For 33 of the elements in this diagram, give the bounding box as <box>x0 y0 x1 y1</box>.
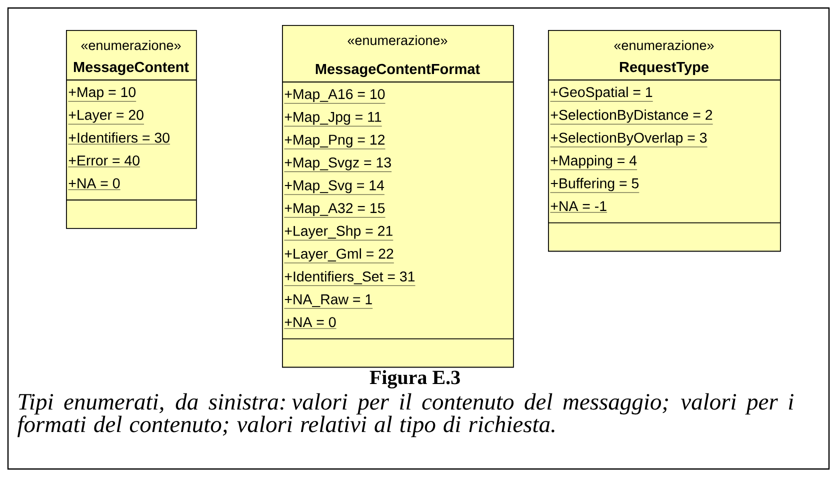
enumeration-box <box>548 30 781 252</box>
figure-title: Figura E.3 <box>370 370 460 388</box>
enum-literal: +Identifiers_Set = 31 <box>284 271 416 286</box>
enum-literal: +GeoSpatial = 1 <box>550 86 654 102</box>
stereotype-label: «enumerazione» <box>348 35 448 46</box>
enum-literal: +Layer = 20 <box>68 110 144 124</box>
class-name: RequestType <box>620 62 708 76</box>
enum-literal: +Map_Svgz = 13 <box>284 158 392 172</box>
figure-caption: Tipi enumerati, da sinistra: valori per il contenuto del messaggio; valori per i formati del contenuto; valori relativi al tipo di richiesta. <box>17 393 794 438</box>
enum-literal: +Layer_Gml = 22 <box>284 248 394 264</box>
enumeration-box <box>66 30 197 229</box>
enum-literal: +Map = 10 <box>68 87 136 102</box>
enum-literal: +Map_Png = 12 <box>284 134 386 150</box>
enum-literal: +NA = -1 <box>550 201 608 213</box>
enumeration-box <box>282 25 514 368</box>
enum-literal: +NA = 0 <box>284 317 336 329</box>
enum-literal: +NA_Raw = 1 <box>284 294 373 309</box>
enum-literal: +Map_A16 = 10 <box>284 89 386 104</box>
enum-literal: +SelectionByOverlap = 3 <box>550 132 708 148</box>
enum-literal: +Error = 40 <box>68 156 140 168</box>
enum-literal: +Map_Jpg = 11 <box>284 112 382 126</box>
enum-literal: +NA = 0 <box>68 178 120 190</box>
enum-literal: +SelectionByDistance = 2 <box>550 110 714 124</box>
enum-literal: +Layer_Shp = 21 <box>284 226 394 240</box>
stereotype-label: «enumerazione» <box>81 40 181 50</box>
enum-literal: +Map_Svg = 14 <box>284 180 385 195</box>
class-name: MessageContentFormat <box>316 64 480 78</box>
class-name: MessageContent <box>74 62 189 76</box>
enum-literal: +Identifiers = 30 <box>68 132 170 144</box>
enum-literal: +Buffering = 5 <box>550 178 640 193</box>
enum-literal: +Mapping = 4 <box>550 155 638 170</box>
enum-literal: +Map_A32 = 15 <box>284 203 386 218</box>
stereotype-label: «enumerazione» <box>614 40 714 50</box>
